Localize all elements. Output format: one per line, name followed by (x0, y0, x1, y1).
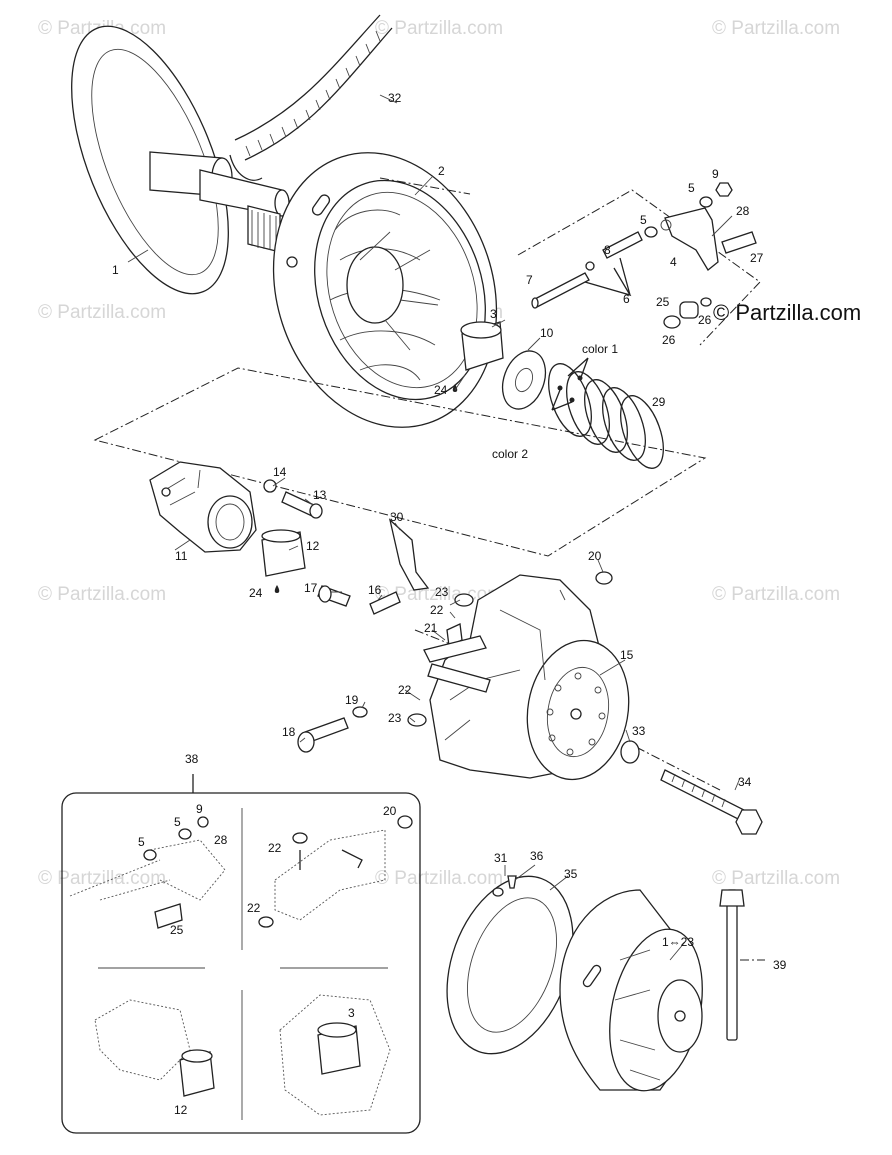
label-1-to-23: 1⇔23 (662, 935, 694, 949)
bottom-assembly (446, 875, 745, 1092)
watermark-10: © Partzilla.com (375, 868, 503, 889)
pin-and-roller-parts (531, 182, 757, 329)
inset-kit-38 (61, 774, 421, 1134)
drive-belt (229, 14, 393, 181)
label-23b: 23 (388, 711, 402, 725)
part-labels: 32 2 1 9 5 28 5 8 4 27 7 6 25 26 26 3 10… (112, 91, 787, 1117)
label-9b: 9 (196, 802, 203, 816)
label-1: 1 (112, 263, 119, 277)
label-21: 21 (424, 621, 438, 635)
label-20: 20 (588, 549, 602, 563)
label-12b: 12 (174, 1103, 188, 1117)
label-14: 14 (273, 465, 287, 479)
label-34: 34 (738, 775, 752, 789)
label-24b: 24 (249, 586, 263, 600)
label-color-2: color 2 (492, 447, 528, 461)
movable-sheave (272, 152, 498, 428)
label-3b: 3 (348, 1006, 355, 1020)
copyright-notice: © Partzilla.com (713, 300, 861, 325)
label-3: 3 (490, 307, 497, 321)
label-27: 27 (750, 251, 764, 265)
label-26a: 26 (698, 313, 712, 327)
watermark-4: © Partzilla.com (38, 302, 166, 323)
label-26b: 26 (662, 333, 676, 347)
label-15: 15 (620, 648, 634, 662)
watermark-9: © Partzilla.com (38, 868, 166, 889)
watermark-6: © Partzilla.com (38, 584, 166, 605)
label-30: 30 (390, 510, 404, 524)
watermark-3: © Partzilla.com (712, 18, 840, 39)
label-31: 31 (494, 851, 508, 865)
spider-parts (149, 461, 323, 577)
label-13: 13 (313, 488, 327, 502)
label-7: 7 (526, 273, 533, 287)
label-11: 11 (175, 549, 188, 563)
bushing-washer-spring (274, 321, 664, 593)
label-22c: 22 (268, 841, 282, 855)
label-22b: 22 (398, 683, 412, 697)
label-6: 6 (623, 292, 630, 306)
hub-holes (546, 672, 606, 756)
watermarks: © Partzilla.com © Partzilla.com © Partzi… (38, 18, 840, 889)
label-28: 28 (736, 204, 750, 218)
roller-pins (297, 518, 491, 753)
cover-housing (407, 571, 630, 781)
label-16: 16 (368, 583, 382, 597)
label-36: 36 (530, 849, 544, 863)
bolt-and-washer (620, 740, 763, 835)
label-color-1: color 1 (582, 342, 618, 356)
label-33: 33 (632, 724, 646, 738)
watermark-11: © Partzilla.com (712, 868, 840, 889)
label-29: 29 (652, 395, 666, 409)
label-35: 35 (564, 867, 578, 881)
label-38: 38 (185, 752, 199, 766)
label-17: 17 (304, 581, 318, 595)
label-22a: 22 (430, 603, 444, 617)
label-5a: 5 (688, 181, 695, 195)
fixed-sheave (71, 25, 290, 295)
label-18: 18 (282, 725, 296, 739)
label-23a: 23 (435, 585, 449, 599)
label-32: 32 (388, 91, 402, 105)
label-4: 4 (670, 255, 677, 269)
label-39: 39 (773, 958, 787, 972)
label-2: 2 (438, 164, 445, 178)
watermark-2: © Partzilla.com (375, 18, 503, 39)
label-28b: 28 (214, 833, 228, 847)
label-5d: 5 (138, 835, 145, 849)
watermark-8: © Partzilla.com (712, 584, 840, 605)
label-5c: 5 (174, 815, 181, 829)
label-24a: 24 (434, 383, 448, 397)
label-12: 12 (306, 539, 320, 553)
label-22d: 22 (247, 901, 261, 915)
label-25b: 25 (170, 923, 184, 937)
label-5b: 5 (640, 213, 647, 227)
label-9: 9 (712, 167, 719, 181)
label-8: 8 (604, 243, 611, 257)
label-10: 10 (540, 326, 554, 340)
label-19: 19 (345, 693, 359, 707)
label-20b: 20 (383, 804, 397, 818)
leader-lines (127, 94, 741, 961)
label-25: 25 (656, 295, 670, 309)
